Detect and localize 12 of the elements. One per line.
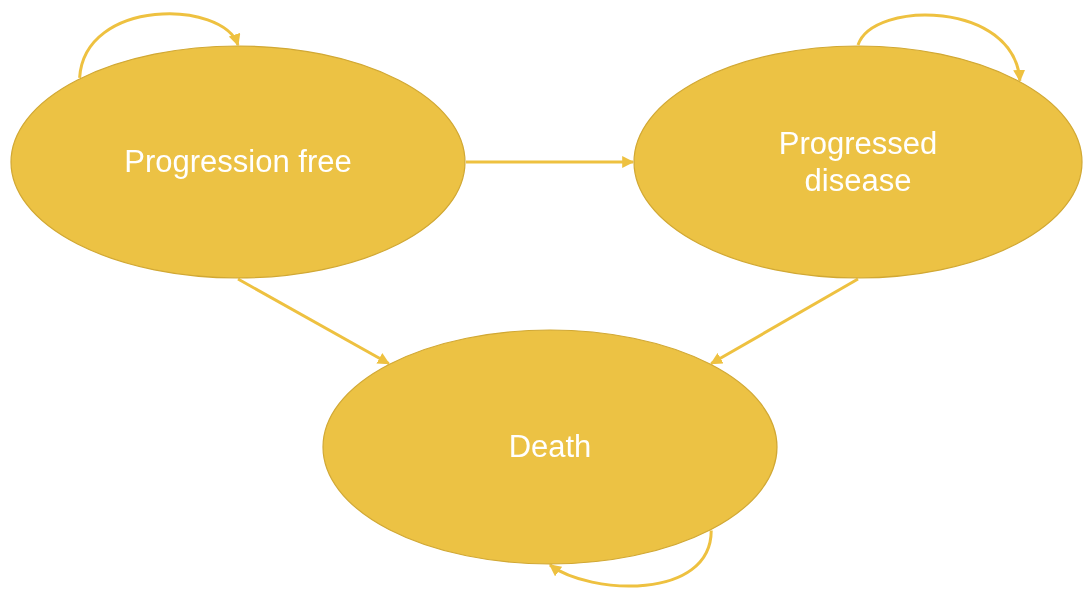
arrow	[548, 530, 713, 588]
state-ellipse	[633, 45, 1083, 279]
arrow	[237, 277, 390, 365]
arrow	[856, 13, 1024, 82]
state-ellipse	[322, 329, 778, 565]
state-label: Progressed disease	[777, 124, 939, 200]
state-ellipse	[10, 45, 466, 279]
arrow	[466, 156, 635, 168]
state-label: Death	[508, 428, 592, 466]
arrow	[78, 12, 240, 79]
arrow	[710, 277, 859, 365]
state-label: Progression free	[124, 143, 352, 181]
